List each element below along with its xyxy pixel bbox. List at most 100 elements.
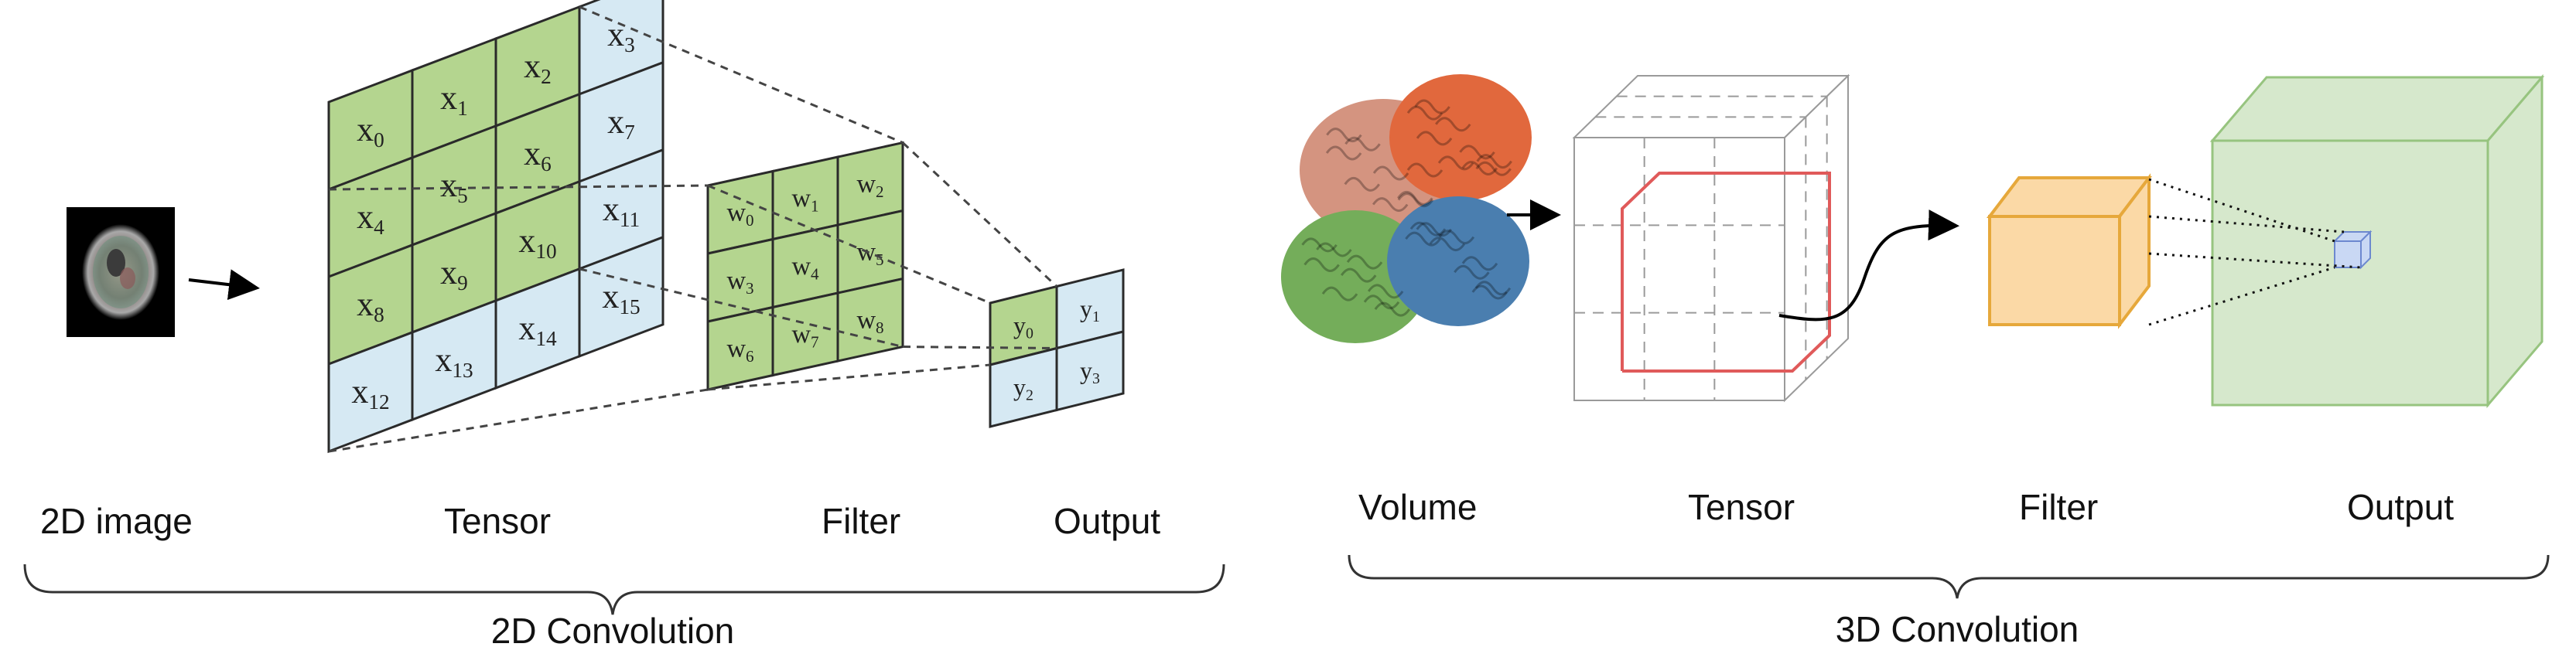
brain-fold (1372, 165, 1409, 181)
filter-3d-cube (1986, 173, 2153, 329)
projection-line (707, 363, 991, 391)
brain-fold (1406, 105, 1443, 121)
receptive-field-outline (1621, 172, 1831, 373)
projection-line (579, 5, 904, 144)
brace-3d (1348, 554, 2550, 599)
tensor-3d-cube (1572, 73, 1850, 403)
brain-fold (1414, 99, 1450, 114)
filter-2d-grid: w0w1w2w3w4w5w6w7w8 (706, 141, 904, 391)
brain-fold (1397, 192, 1434, 208)
brain-fold (1461, 161, 1498, 175)
cube-front-face (1573, 137, 1785, 401)
brain-fold (1346, 254, 1383, 270)
brain-fold (1406, 162, 1443, 178)
image-to-tensor-arrow (188, 269, 260, 301)
cube-top-face (2209, 76, 2545, 142)
brain-fold (1397, 190, 1433, 206)
output-2d-cell-label: y2 (1013, 373, 1033, 404)
label-3d-output: Output (2347, 487, 2454, 527)
filter-2d-cell-label: w2 (856, 170, 883, 201)
tensor-2d-cell-label: x5 (440, 166, 468, 207)
output-2d-grid: y0 y1 y2 y3 (989, 268, 1125, 428)
brain-fold (1475, 161, 1512, 176)
label-3d-tensor: Tensor (1688, 487, 1795, 527)
brain-fold (1461, 256, 1498, 271)
tensor-2d-cell-label: x6 (524, 135, 552, 175)
brain-fold (1326, 128, 1362, 143)
projection-line (328, 184, 709, 191)
tensor-2d-cell-label: x14 (518, 309, 557, 350)
brain-fold (1416, 222, 1453, 237)
brain-fold (1325, 145, 1362, 161)
filter-2d-cell-label: w6 (726, 335, 753, 366)
label-3d-convolution: 3D Convolution (1836, 609, 2079, 649)
tensor-2d-cell-label: x1 (440, 79, 468, 120)
brain-blue (1387, 196, 1529, 326)
label-2d-output: Output (1054, 501, 1160, 541)
brain-fold (1344, 136, 1381, 152)
output-2d-cell-label: y3 (1080, 356, 1100, 387)
brain-fold (1476, 154, 1512, 169)
brain-fold (1416, 131, 1453, 146)
tensor-2d-cell-label: x9 (440, 254, 468, 295)
label-2d-filter: Filter (822, 501, 900, 541)
label-2d-image: 2D image (40, 501, 193, 541)
cube-front-face (2211, 139, 2489, 407)
tensor-2d-cell-label: x11 (603, 190, 640, 231)
brain-fold (1438, 230, 1475, 245)
brain-fold (1429, 237, 1466, 252)
tensor-2d-cell-label: x15 (602, 278, 640, 318)
output-2d-cell-label: y1 (1080, 295, 1100, 325)
filter-2d-cell-label: w4 (791, 252, 819, 283)
brain-fold (1301, 237, 1338, 253)
tensor-to-filter-curve (1778, 209, 1959, 322)
brain-fold (1459, 145, 1495, 160)
mri-slice-image (67, 207, 175, 337)
tensor-2d-cell-label: x4 (357, 198, 384, 239)
brain-fold (1374, 301, 1411, 317)
brain-fold (1344, 176, 1380, 192)
tensor-2d-cell-label: x10 (518, 222, 556, 263)
output-2d-cell (1055, 330, 1125, 412)
projection-line (707, 184, 991, 305)
projection-line (902, 346, 1057, 349)
tensor-2d-cell-label: x13 (435, 341, 473, 382)
label-3d-filter: Filter (2019, 487, 2098, 527)
output-2d-cell-label: y0 (1013, 311, 1033, 342)
brain-fold (1405, 231, 1441, 247)
filter-2d-cell-label: w1 (791, 184, 818, 215)
brain-fold (1409, 221, 1447, 237)
brace-2d (23, 564, 1225, 615)
projection-lines-2d (328, 5, 1058, 453)
right-panel-3d: Volume Tensor Filter Output 3D Convoluti… (1281, 73, 2550, 649)
filter-2d-cell-label: w8 (856, 306, 883, 337)
brain-folds (1301, 99, 1512, 317)
brain-volumes-image (1281, 74, 1532, 343)
brain-fold (1474, 281, 1512, 296)
tensor-2d-cell-label: x8 (357, 285, 384, 326)
filter-2d-cell-label: w3 (726, 267, 753, 298)
projection-ray (2148, 178, 2335, 243)
brain-fold (1321, 286, 1358, 301)
brain-fold (1367, 284, 1404, 299)
brain-fold (1340, 267, 1377, 283)
brain-fold (1437, 155, 1474, 171)
brain-fold (1454, 264, 1490, 280)
cube-front-face (2334, 240, 2362, 268)
brain-orange (1389, 74, 1532, 201)
brain-fold (1435, 117, 1471, 132)
tensor-2d-cell-label: x7 (607, 103, 635, 144)
brain-fold (1316, 242, 1352, 257)
brain-fold (1471, 284, 1508, 300)
label-2d-tensor: Tensor (444, 501, 551, 541)
brain-fold (1363, 295, 1400, 310)
tensor-2d-cell-label: x12 (351, 373, 389, 414)
tensor-2d-cell-label: x0 (357, 111, 384, 152)
label-2d-convolution: 2D Convolution (491, 611, 735, 651)
label-3d-volume: Volume (1358, 487, 1477, 527)
projection-line (901, 141, 1058, 288)
tensor-2d-cell (578, 235, 664, 359)
